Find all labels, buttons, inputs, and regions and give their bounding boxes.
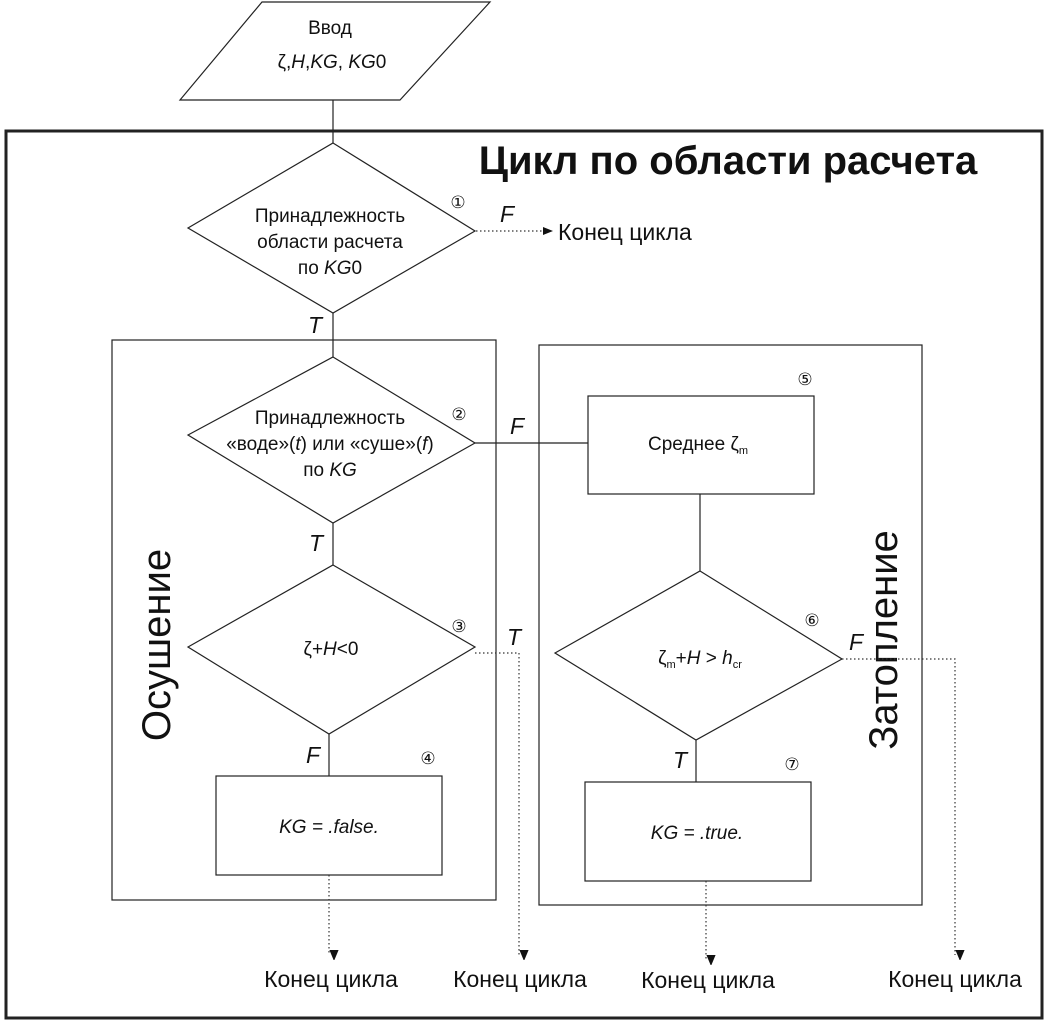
decision2-line1: Принадлежность xyxy=(255,408,405,429)
decision2-number: ② xyxy=(451,405,466,424)
process7-box xyxy=(584,781,812,882)
process4-text: KG = .false. xyxy=(279,817,379,838)
decision1-line2: области расчета xyxy=(257,232,403,253)
decision1-false-label: F xyxy=(500,201,516,227)
decision6-true-label: T xyxy=(673,747,689,773)
flooding-group xyxy=(538,344,923,906)
input-title: Ввод xyxy=(308,18,352,39)
decision1-true-label: T xyxy=(308,312,324,338)
drainage-group xyxy=(111,339,497,901)
process7-text: KG = .true. xyxy=(651,823,743,844)
decision3-number: ③ xyxy=(451,617,466,636)
decision1-line1: Принадлежность xyxy=(255,206,405,227)
process7-number: ⑦ xyxy=(784,755,799,774)
decision1-line3: по KG0 xyxy=(298,258,362,279)
decision6-false-arrow xyxy=(842,658,955,955)
input-parallelogram xyxy=(178,1,492,101)
loop-title: Цикл по области расчета xyxy=(479,139,978,183)
decision6-expression: ζm+H > hcr xyxy=(658,648,742,671)
decision3-true-label: T xyxy=(507,624,523,650)
decision1-diamond xyxy=(186,142,477,314)
decision6-number: ⑥ xyxy=(804,611,819,630)
decision2-line2: «воде»(t) или «суше»(f) xyxy=(226,434,434,455)
process4-end-loop: Конец цикла xyxy=(264,966,398,992)
process5-box xyxy=(587,395,815,495)
process7-end-loop: Конец цикла xyxy=(641,967,775,993)
decision3-expression: ζ+H<0 xyxy=(304,639,359,660)
process4-number: ④ xyxy=(420,749,435,768)
decision6-end-loop: Конец цикла xyxy=(888,966,1022,992)
decision2-false-label: F xyxy=(510,413,526,439)
input-vars: ζ,H,KG, KG0 xyxy=(278,52,387,73)
loop-frame xyxy=(4,129,1044,1020)
decision1-end-loop: Конец цикла xyxy=(558,219,692,245)
process5-number: ⑤ xyxy=(797,370,812,389)
flooding-label: Затопление xyxy=(862,530,906,750)
decision3-true-arrow xyxy=(475,652,519,955)
drainage-label: Осушение xyxy=(135,549,179,741)
decision2-line3: по KG xyxy=(303,460,357,481)
decision3-false-label: F xyxy=(306,742,322,768)
decision2-true-label: T xyxy=(309,530,325,556)
process5-text: Среднее ζm xyxy=(648,434,748,457)
decision1-number: ① xyxy=(450,193,465,212)
decision6-false-label: F xyxy=(849,629,865,655)
decision3-end-loop: Конец цикла xyxy=(453,966,587,992)
